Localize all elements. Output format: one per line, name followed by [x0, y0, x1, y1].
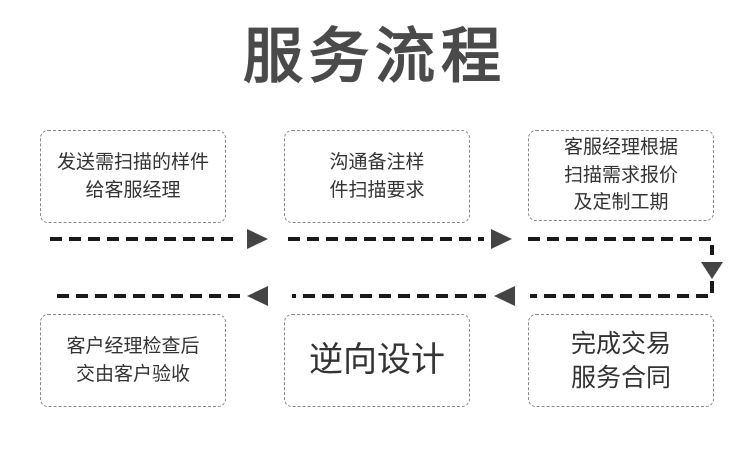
step-label: 发送需扫描的样件 给客服经理	[56, 150, 209, 201]
arrow-left-icon	[494, 286, 515, 306]
connector-4-5	[530, 281, 714, 298]
step-reverse-design: 逆向设计	[284, 314, 470, 407]
step-label: 逆向设计	[309, 339, 445, 380]
step-acceptance: 客户经理检查后 交由客户验收	[40, 314, 226, 407]
step-label: 客服经理根据 扫描需求报价 及定制工期	[563, 136, 678, 214]
step-contract: 完成交易 服务合同	[528, 314, 714, 407]
step-label: 沟通备注样 件扫描要求	[329, 150, 425, 201]
arrow-right-icon	[247, 229, 268, 249]
arrow-left-icon	[247, 286, 268, 306]
arrow-down-icon	[701, 262, 723, 279]
step-label: 客户经理检查后 交由客户验收	[66, 334, 200, 385]
step-label: 完成交易 服务合同	[570, 328, 671, 392]
connector-3-4	[528, 237, 714, 255]
step-communicate-requirements: 沟通备注样 件扫描要求	[284, 130, 470, 223]
step-quote-and-schedule: 客服经理根据 扫描需求报价 及定制工期	[528, 130, 714, 221]
step-send-samples: 发送需扫描的样件 给客服经理	[40, 130, 226, 223]
page-title: 服务流程	[243, 22, 507, 92]
arrow-right-icon	[491, 229, 512, 249]
